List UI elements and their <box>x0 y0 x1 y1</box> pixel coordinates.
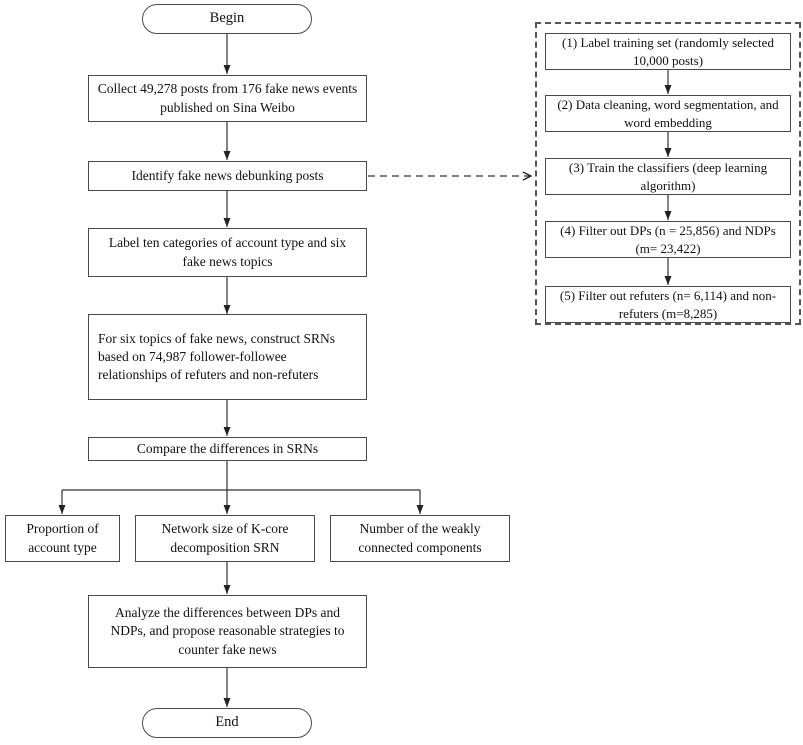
construct-srns-step: For six topics of fake news, construct S… <box>88 314 367 400</box>
panel-step-4-filter-dps-ndps: (4) Filter out DPs (n = 25,856) and NDPs… <box>545 221 791 258</box>
panel-step-5-filter-refuters: (5) Filter out refuters (n= 6,114) and n… <box>545 286 791 323</box>
panel-step-1-label-training-set: (1) Label training set (randomly selecte… <box>545 33 791 70</box>
begin-terminator: Begin <box>142 4 312 34</box>
branch-kcore-network-size: Network size of K-core decomposition SRN <box>135 515 315 562</box>
end-terminator: End <box>142 708 312 738</box>
collect-posts-step: Collect 49,278 posts from 176 fake news … <box>88 75 367 122</box>
identify-debunking-posts-step: Identify fake news debunking posts <box>88 161 367 191</box>
branch-weakly-connected-components: Number of the weakly connected component… <box>330 515 510 562</box>
analyze-differences-step: Analyze the differences between DPs and … <box>88 595 367 668</box>
compare-differences-step: Compare the differences in SRNs <box>88 437 367 461</box>
label-categories-step: Label ten categories of account type and… <box>88 228 367 277</box>
branch-proportion-account-type: Proportion of account type <box>5 515 120 562</box>
panel-step-3-train-classifiers: (3) Train the classifiers (deep learning… <box>545 158 791 195</box>
panel-step-2-data-cleaning: (2) Data cleaning, word segmentation, an… <box>545 95 791 132</box>
